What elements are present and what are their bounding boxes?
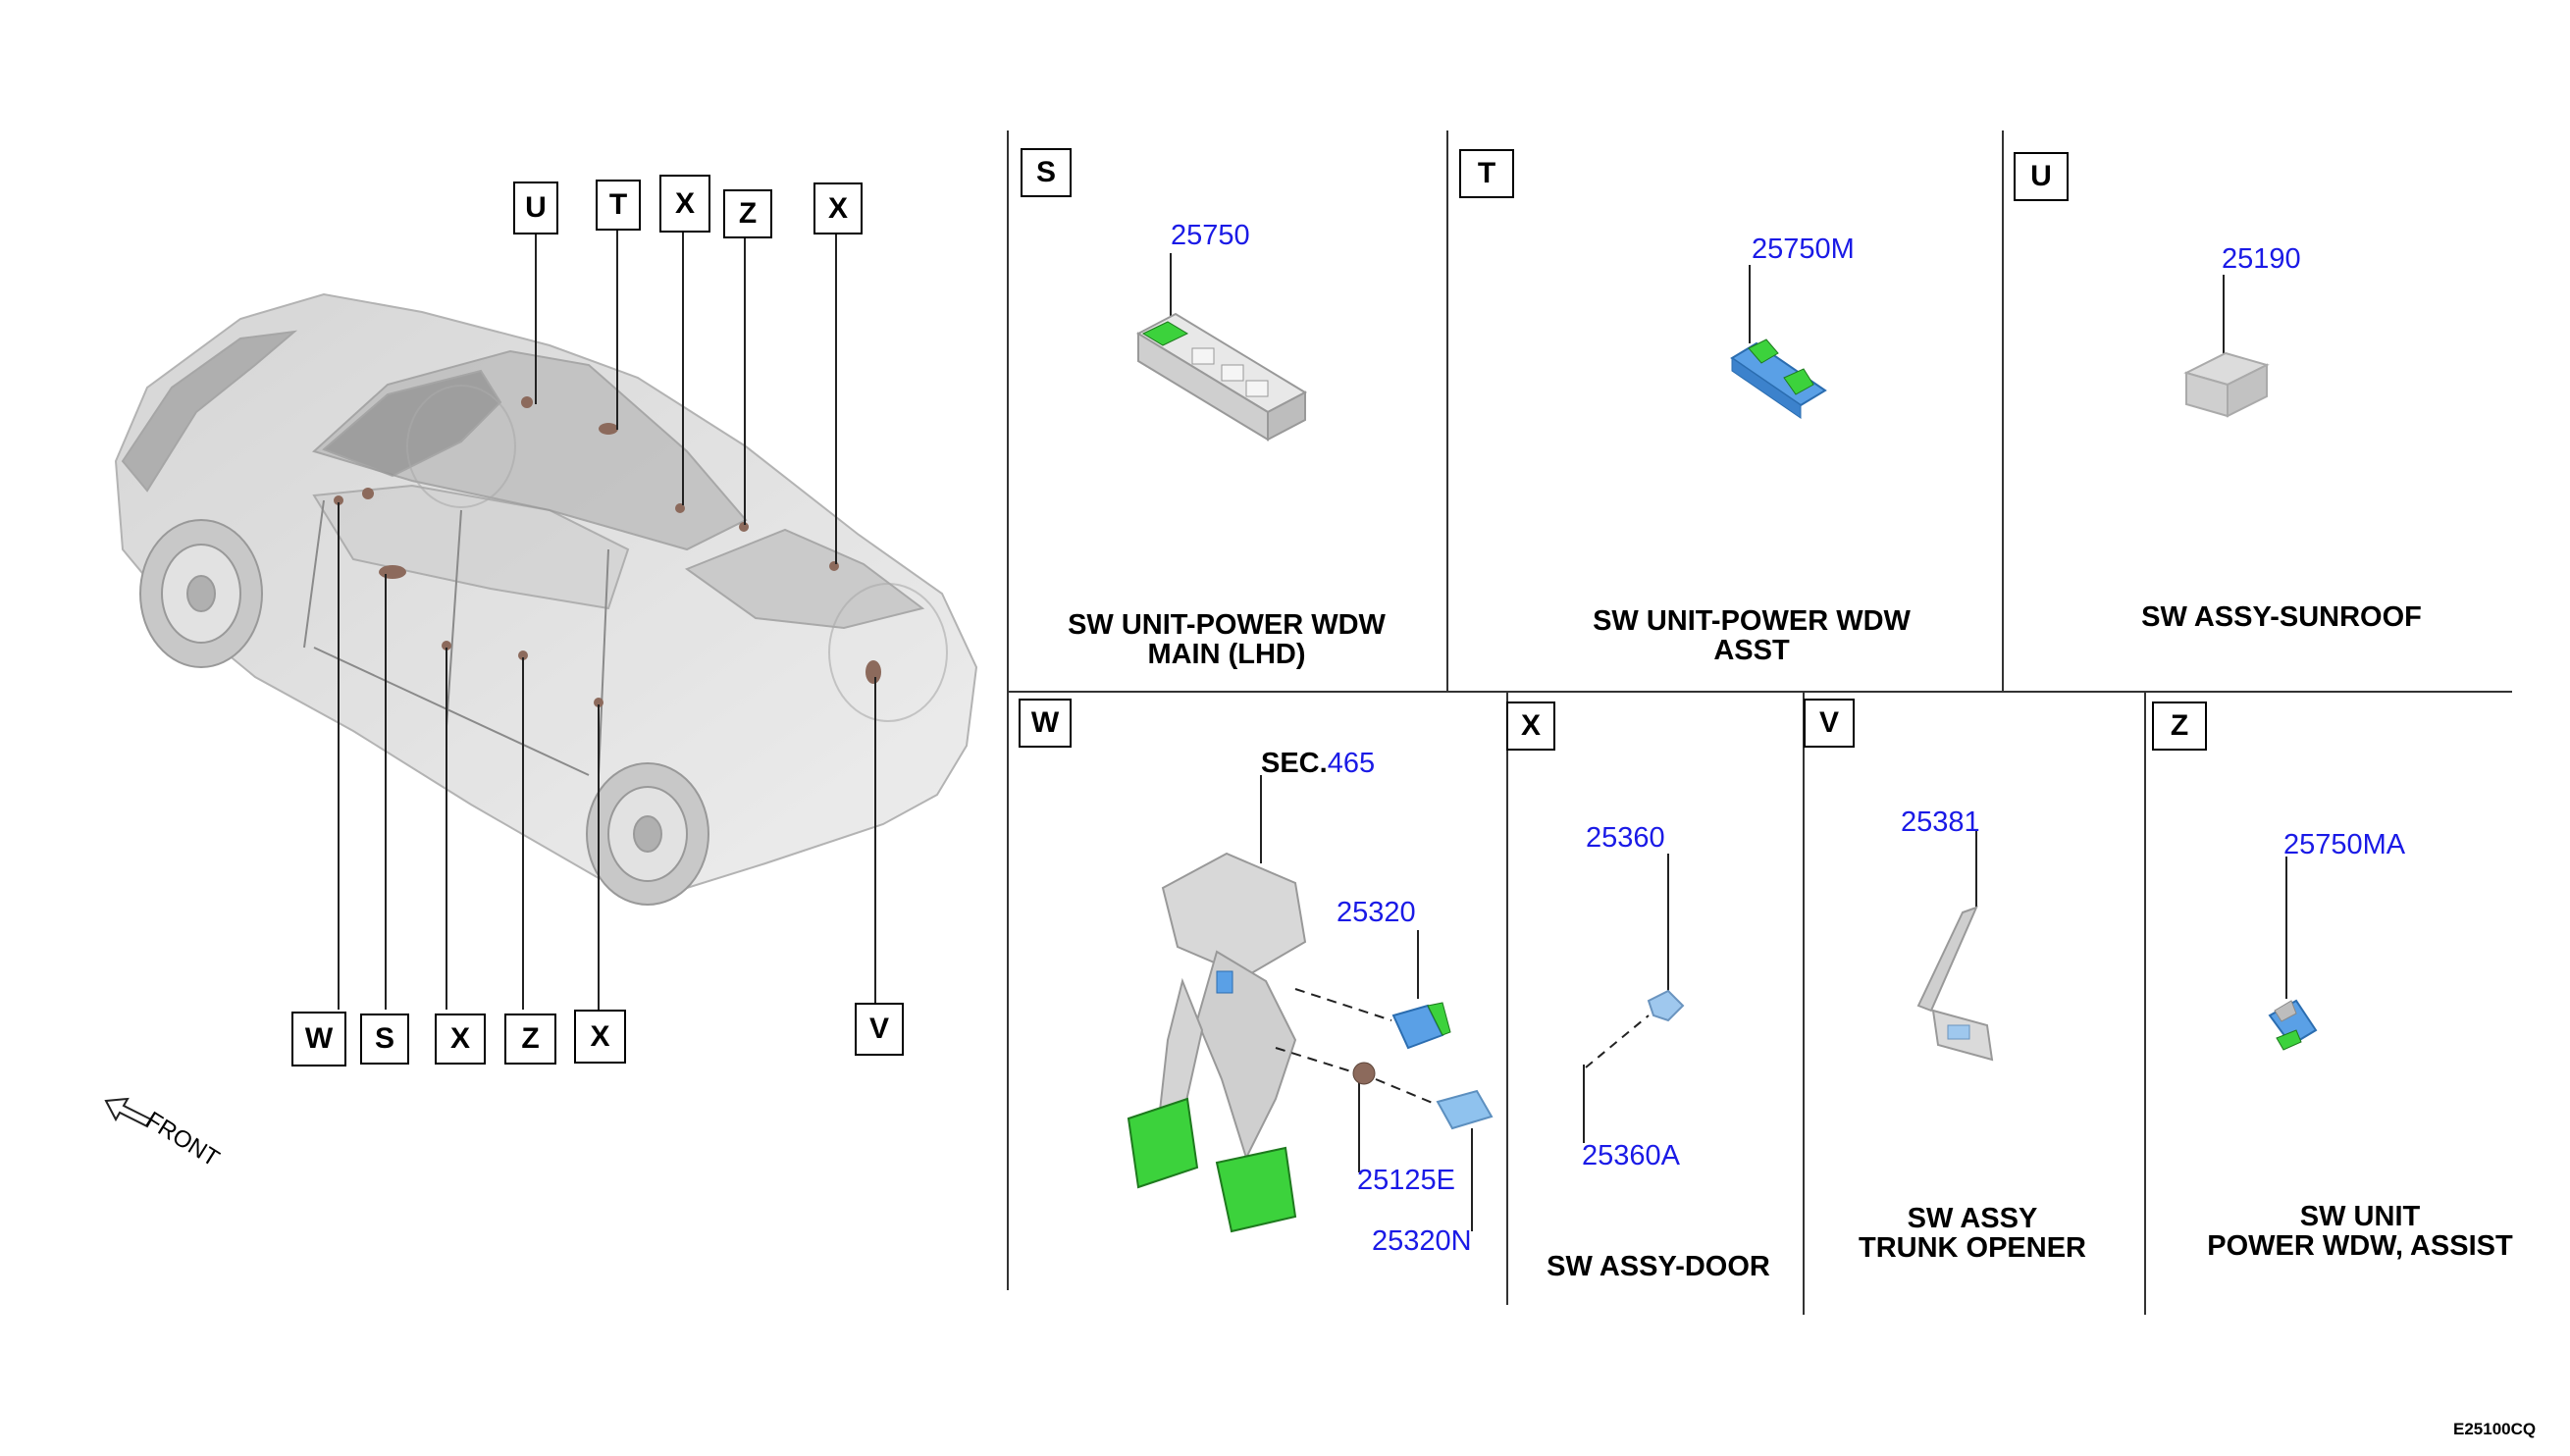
description-line: TRUNK OPENER bbox=[1858, 1232, 2086, 1264]
part-number-25360[interactable]: 25360 bbox=[1586, 822, 1665, 854]
callout-V[interactable]: V bbox=[855, 1003, 904, 1056]
panel-W-letter: W bbox=[1019, 699, 1072, 748]
part-number-25360A[interactable]: 25360A bbox=[1582, 1140, 1680, 1171]
section-reference[interactable]: SEC.465 bbox=[1261, 748, 1375, 780]
section-prefix: SEC. bbox=[1261, 748, 1328, 779]
part-25381-switch[interactable] bbox=[1916, 829, 1994, 1062]
front-wheel bbox=[139, 519, 263, 668]
callout-W[interactable]: W bbox=[291, 1012, 346, 1066]
part-25320-switch[interactable] bbox=[1294, 930, 1451, 1050]
part-25360-switch[interactable] bbox=[1585, 854, 1685, 1068]
part-25750M-switch[interactable] bbox=[1730, 265, 1827, 419]
description-line: SW ASSY bbox=[1907, 1203, 2038, 1234]
vehicle-illustration bbox=[114, 292, 978, 906]
part-number-25320[interactable]: 25320 bbox=[1337, 897, 1416, 928]
part-25750MA-switch[interactable] bbox=[2268, 857, 2318, 1051]
part-number-25190[interactable]: 25190 bbox=[2222, 243, 2301, 275]
description-line: SW ASSY-SUNROOF bbox=[2141, 601, 2422, 633]
panel-S-letter: S bbox=[1021, 148, 1072, 197]
panel-Z-description: SW UNIT POWER WDW, ASSIST bbox=[2178, 1202, 2542, 1261]
side-window bbox=[312, 484, 630, 610]
panel-X-description: SW ASSY-DOOR bbox=[1526, 1252, 1791, 1281]
part-25125E-stopper[interactable] bbox=[1275, 1047, 1436, 1172]
part-number-25381[interactable]: 25381 bbox=[1901, 806, 1980, 838]
part-pedal-assembly bbox=[1127, 775, 1307, 1233]
panel-U-description: SW ASSY-SUNROOF bbox=[2100, 602, 2463, 632]
callout-S[interactable]: S bbox=[360, 1014, 409, 1065]
description-line: SW UNIT-POWER WDW bbox=[1593, 605, 1911, 637]
panel-S-description: SW UNIT-POWER WDW MAIN (LHD) bbox=[1040, 610, 1413, 669]
panel-grid bbox=[1007, 130, 2512, 1315]
panel-T-description: SW UNIT-POWER WDW ASST bbox=[1565, 606, 1938, 665]
panel-X-letter: X bbox=[1506, 702, 1555, 751]
callout-Z[interactable]: Z bbox=[504, 1014, 556, 1065]
panel-U-letter: U bbox=[2014, 152, 2069, 201]
rear-window bbox=[684, 528, 925, 630]
callout-X[interactable]: X bbox=[813, 182, 863, 234]
front-grille bbox=[121, 330, 298, 493]
drawing-code: E25100CQ bbox=[2453, 1420, 2537, 1438]
spare-wheel-ghost bbox=[406, 385, 948, 722]
section-number[interactable]: 465 bbox=[1327, 748, 1376, 779]
description-line: ASST bbox=[1713, 635, 1790, 666]
part-25320N-switch[interactable] bbox=[1436, 1089, 1494, 1231]
callout-T[interactable]: T bbox=[596, 180, 641, 231]
part-number-25750[interactable]: 25750 bbox=[1171, 220, 1250, 251]
front-arrow bbox=[104, 1097, 153, 1128]
sunroof-glass bbox=[322, 369, 502, 478]
car-leader-lines bbox=[338, 228, 876, 1010]
panel-V-description: SW ASSY TRUNK OPENER bbox=[1835, 1204, 2110, 1263]
callout-Z[interactable]: Z bbox=[723, 189, 772, 238]
panel-V-letter: V bbox=[1804, 699, 1855, 748]
part-25750-switch[interactable] bbox=[1135, 253, 1308, 442]
description-line: SW UNIT bbox=[2299, 1201, 2421, 1232]
description-line: POWER WDW, ASSIST bbox=[2207, 1230, 2513, 1262]
callout-X[interactable]: X bbox=[659, 175, 710, 233]
part-number-25125E[interactable]: 25125E bbox=[1357, 1165, 1455, 1196]
callout-X[interactable]: X bbox=[574, 1010, 626, 1064]
part-number-25320N[interactable]: 25320N bbox=[1372, 1225, 1472, 1257]
description-line: SW ASSY-DOOR bbox=[1547, 1251, 1770, 1282]
panel-Z-letter: Z bbox=[2152, 702, 2207, 751]
part-25190-switch[interactable] bbox=[2183, 275, 2270, 418]
rear-wheel bbox=[586, 762, 709, 906]
part-number-25750MA[interactable]: 25750MA bbox=[2283, 829, 2406, 860]
callout-X[interactable]: X bbox=[435, 1014, 486, 1065]
door-lines bbox=[303, 499, 609, 776]
description-line: SW UNIT-POWER WDW bbox=[1068, 609, 1386, 641]
description-line: MAIN (LHD) bbox=[1147, 639, 1306, 670]
panel-T-letter: T bbox=[1459, 149, 1514, 198]
callout-U[interactable]: U bbox=[513, 182, 558, 234]
part-number-25750M[interactable]: 25750M bbox=[1752, 234, 1855, 265]
